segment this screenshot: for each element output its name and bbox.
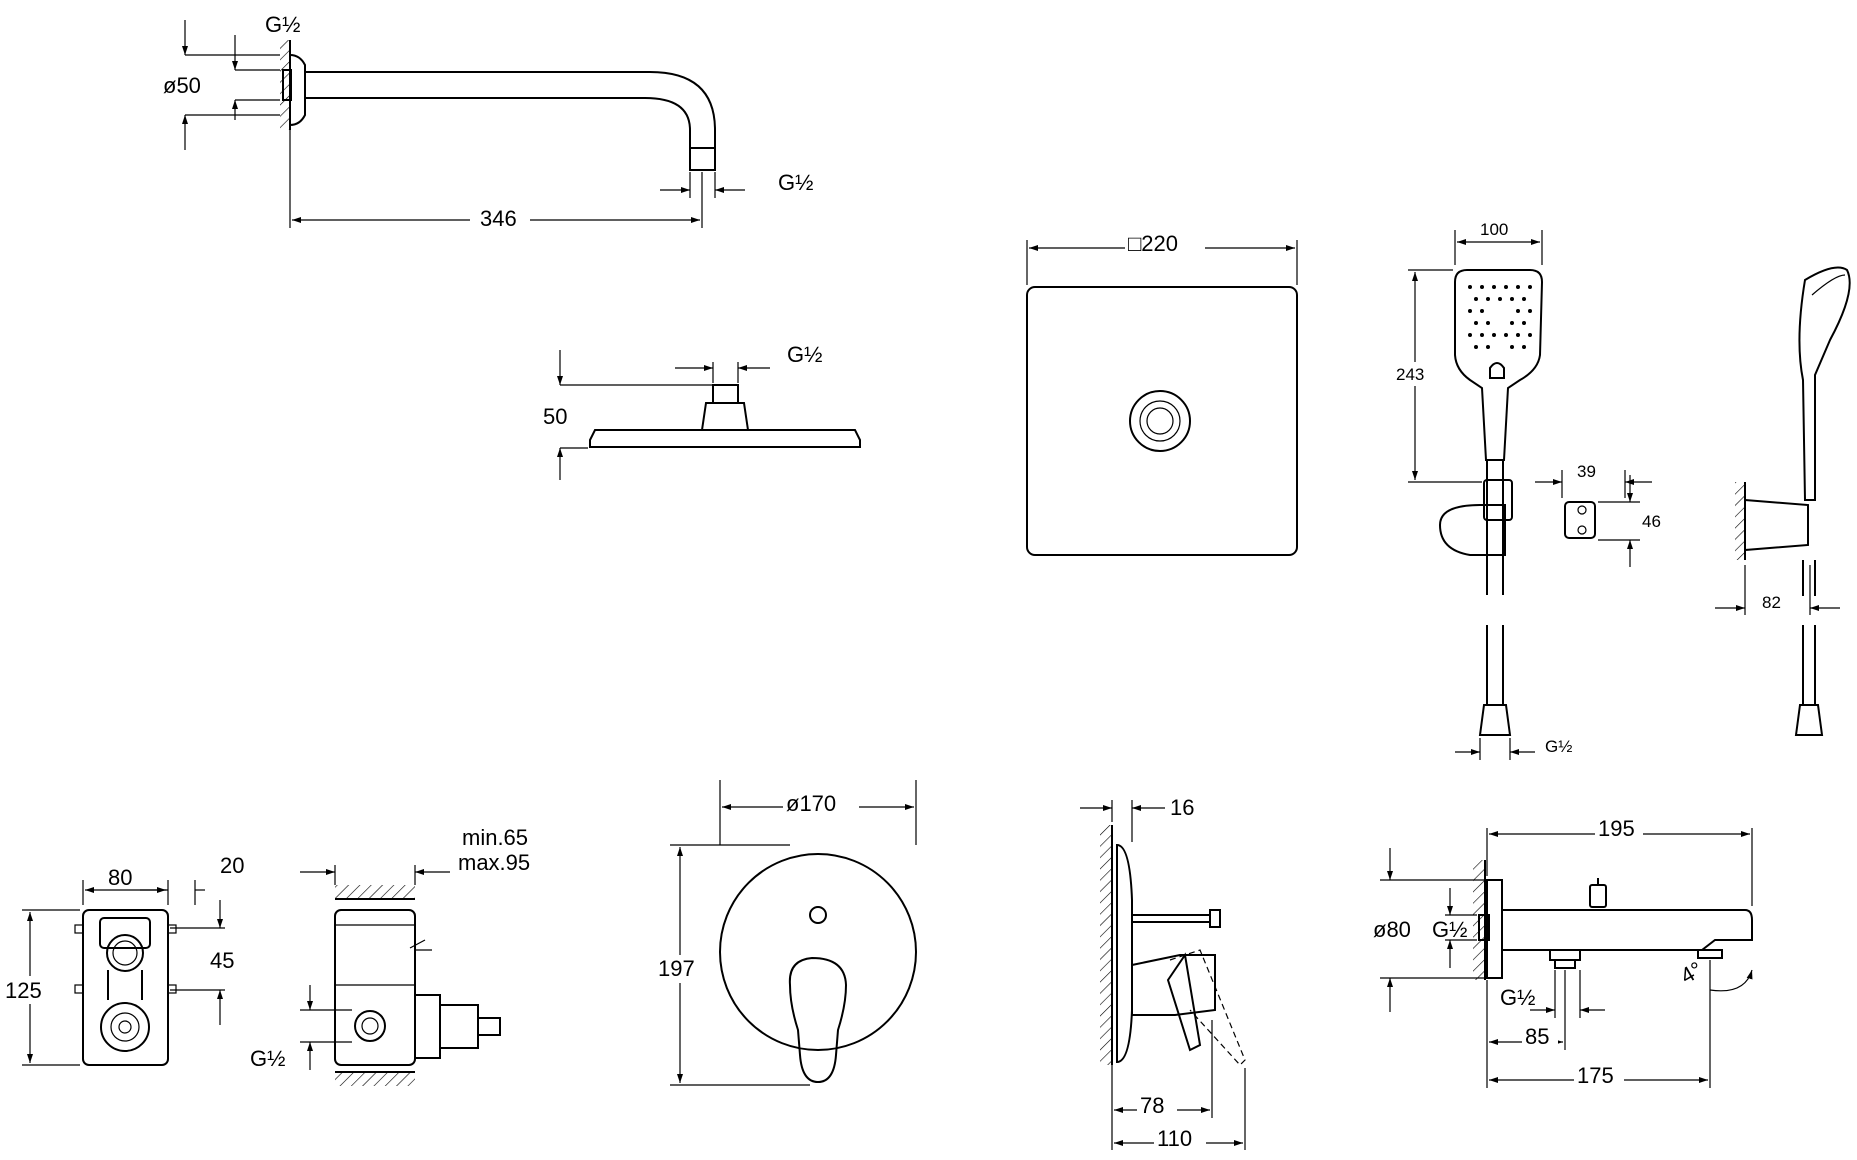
body-thread: G½ (250, 1046, 285, 1071)
concealed-body-front-view: 80 20 125 45 (2, 853, 244, 1066)
head-shower-side-view: 50 G½ (543, 342, 861, 480)
spout-thread-top: G½ (1432, 917, 1467, 942)
spout-diameter: ø80 (1373, 917, 1411, 942)
head-thread: G½ (787, 342, 822, 367)
concealed-body-side-view: min.65 max.95 G½ (250, 825, 530, 1086)
body-height: 125 (5, 978, 42, 1003)
arm-thread-top: G½ (265, 12, 300, 37)
mixer-diameter: ø170 (786, 791, 836, 816)
hand-projection: 82 (1762, 593, 1781, 612)
hand-length: 243 (1396, 365, 1424, 384)
body-inner: 45 (210, 948, 234, 973)
mixer-total-depth: 110 (1157, 1126, 1192, 1151)
hand-width: 100 (1480, 220, 1508, 239)
spout-length: 195 (1598, 816, 1635, 841)
arm-diameter: ø50 (163, 73, 201, 98)
spout-offset: 85 (1525, 1024, 1549, 1049)
spout-angle: 4° (1676, 957, 1707, 989)
arm-length: 346 (480, 206, 517, 231)
spout-total: 175 (1577, 1063, 1614, 1088)
body-offset: 20 (220, 853, 244, 878)
holder-height: 46 (1642, 512, 1661, 531)
arm-thread-end: G½ (778, 170, 813, 195)
shower-arm-view: G½ ø50 G½ 346 (163, 12, 813, 232)
hand-thread: G½ (1545, 737, 1572, 756)
mixer-lever-depth: 78 (1140, 1093, 1164, 1118)
spout-thread-bottom: G½ (1500, 985, 1535, 1010)
body-min-depth: min.65 (462, 825, 528, 850)
body-max-depth: max.95 (458, 850, 530, 875)
mixer-side-view: 16 78 110 (1080, 795, 1246, 1151)
body-width: 80 (108, 865, 132, 890)
spray-nozzles (1468, 285, 1532, 349)
head-shower-top-view: □220 (1026, 230, 1298, 556)
mixer-front-view: ø170 197 (655, 780, 917, 1086)
spout-view: 195 ø80 G½ G½ 4° 85 175 (1373, 815, 1753, 1088)
mixer-plate-depth: 16 (1170, 795, 1194, 820)
head-size: □220 (1128, 231, 1178, 256)
holder-width: 39 (1577, 462, 1596, 481)
mixer-height: 197 (658, 956, 695, 981)
head-height: 50 (543, 404, 567, 429)
hand-shower-view: 100 243 G½ 39 46 (1394, 220, 1851, 760)
